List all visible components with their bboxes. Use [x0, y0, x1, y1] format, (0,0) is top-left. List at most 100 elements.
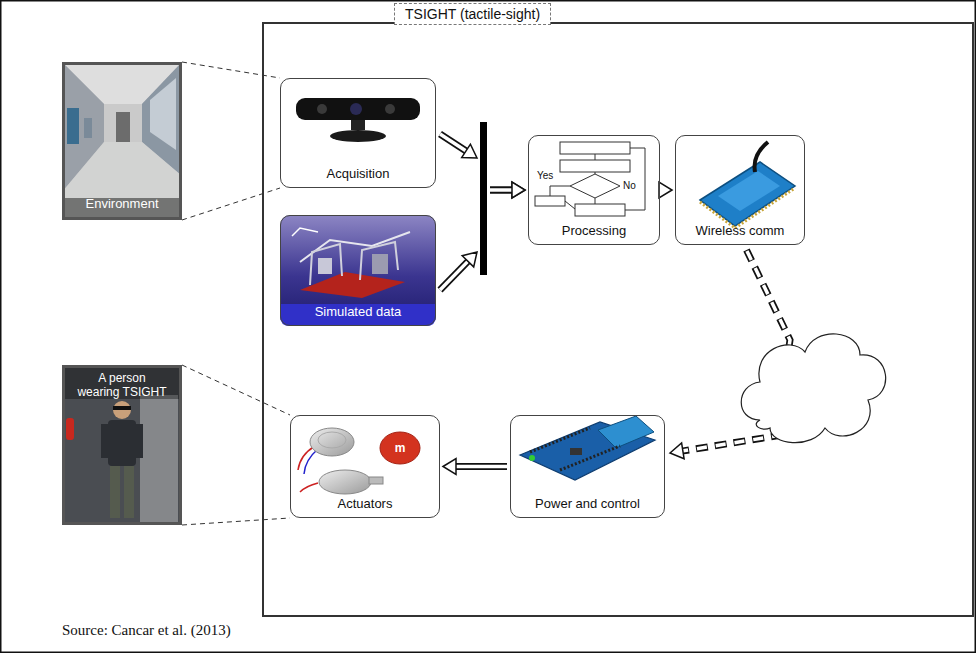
flowchart-icon-part — [595, 198, 596, 204]
person-photo-part — [113, 401, 131, 419]
person-photo-part — [113, 406, 131, 410]
actuator-photo-part — [380, 432, 420, 464]
simulated-scene-part — [292, 228, 318, 236]
connector-arrow — [659, 182, 672, 198]
arduino-board-part — [570, 448, 582, 455]
corridor-photo-part — [62, 198, 182, 220]
connector-line — [455, 463, 507, 470]
person-photo-part — [140, 395, 178, 525]
corridor-photo-part — [62, 62, 182, 220]
kinect-sensor-part — [351, 120, 365, 130]
person-photo-part — [101, 424, 109, 458]
junction-bar-part — [480, 122, 487, 275]
corridor-photo-part — [67, 108, 79, 144]
component-label: Wireless comm — [696, 224, 785, 239]
flowchart-icon-part — [575, 204, 625, 216]
connector-line — [490, 188, 513, 192]
component-box: Simulated data — [280, 215, 436, 326]
corridor-photo — [62, 62, 182, 220]
component-label: Processing — [562, 224, 626, 239]
connector-arrow — [182, 62, 280, 220]
person-photo-part — [108, 420, 136, 466]
person-photo-part — [62, 365, 182, 525]
connector-line — [490, 187, 513, 194]
connector-line — [490, 187, 513, 194]
cloud-shape-part — [741, 334, 885, 443]
flowchart-icon-part — [535, 196, 565, 206]
actuator-photo — [298, 428, 420, 494]
person-photo — [62, 365, 182, 525]
arduino-board-part — [598, 416, 654, 448]
arduino-board-part — [560, 446, 620, 470]
arduino-board-part — [529, 455, 535, 461]
component-label: Simulated data — [315, 305, 402, 320]
xbee-module-part — [718, 171, 780, 211]
arrow-head — [462, 144, 477, 158]
connector-line — [182, 62, 280, 78]
flowchart-icon-part — [625, 148, 645, 210]
component-box: Power and control — [510, 415, 665, 518]
connector-line — [182, 188, 280, 220]
environment-photo: Environment — [62, 62, 182, 220]
photo-caption: Environment — [86, 197, 159, 212]
actuator-photo-part — [318, 432, 346, 448]
connector-line — [440, 261, 469, 290]
flowchart-icon-part — [565, 201, 575, 209]
arduino-board — [520, 416, 655, 480]
kinect-sensor-part — [296, 98, 420, 120]
simulated-scene-part — [372, 254, 388, 274]
simulated-scene-part — [300, 232, 410, 262]
xbee-module-part — [755, 142, 768, 172]
corridor-photo-part — [84, 118, 92, 138]
actuator-photo-part — [310, 428, 354, 456]
person-photo-part — [110, 466, 120, 518]
kinect-sensor-part — [330, 130, 386, 142]
flowchart-icon-part — [595, 154, 596, 160]
kinect-sensor-part — [350, 103, 362, 115]
simulated-scene-part — [280, 215, 436, 326]
frame-title: TSIGHT (tactile-sight) — [394, 3, 551, 25]
junction-bar — [480, 122, 487, 275]
connector-line — [182, 518, 290, 525]
actuator-photo-part — [300, 483, 318, 492]
simulated-scene-part — [280, 304, 436, 326]
connector-line — [182, 365, 290, 415]
person-photo-frame: A person wearing TSIGHT — [62, 365, 182, 525]
arrow-head — [462, 252, 477, 267]
system-frame: TSIGHT (tactile-sight)AcquisitionSimulat… — [262, 22, 974, 617]
cloud-shape — [741, 334, 885, 443]
actuator-photo-part — [304, 449, 318, 474]
xbee-module — [700, 142, 795, 228]
kinect-sensor-part — [385, 104, 395, 114]
person-photo-part — [135, 424, 143, 458]
person-photo-part — [62, 365, 182, 399]
component-box: Acquisition — [280, 78, 436, 188]
connector-arrow — [182, 365, 290, 525]
kinect-sensor-part — [317, 104, 327, 114]
corridor-photo-part — [116, 112, 130, 142]
actuator-photo-part — [369, 477, 383, 484]
connector-arrow — [443, 459, 507, 475]
actuator-photo-part — [319, 470, 371, 494]
candy-mark: m — [395, 441, 406, 455]
corridor-photo-part — [62, 142, 182, 220]
corridor-photo-part — [104, 104, 142, 142]
person-photo-part — [66, 418, 74, 440]
simulated-scene-part — [318, 258, 332, 274]
arrow-head — [443, 459, 456, 475]
component-label: Acquisition — [327, 167, 390, 182]
component-label: Power and control — [535, 497, 640, 512]
component-box: Actuators — [290, 415, 440, 518]
flowchart-icon-part — [560, 142, 630, 154]
component-box: Wireless comm — [675, 135, 805, 245]
arrow-head — [659, 182, 672, 198]
flowchart-icon-part — [560, 160, 630, 172]
flowchart-icon-part — [550, 186, 570, 196]
connector-line — [490, 188, 513, 192]
simulated-scene-part — [310, 244, 342, 285]
flowchart-icon-part — [570, 174, 620, 198]
person-photo-part — [124, 466, 134, 518]
